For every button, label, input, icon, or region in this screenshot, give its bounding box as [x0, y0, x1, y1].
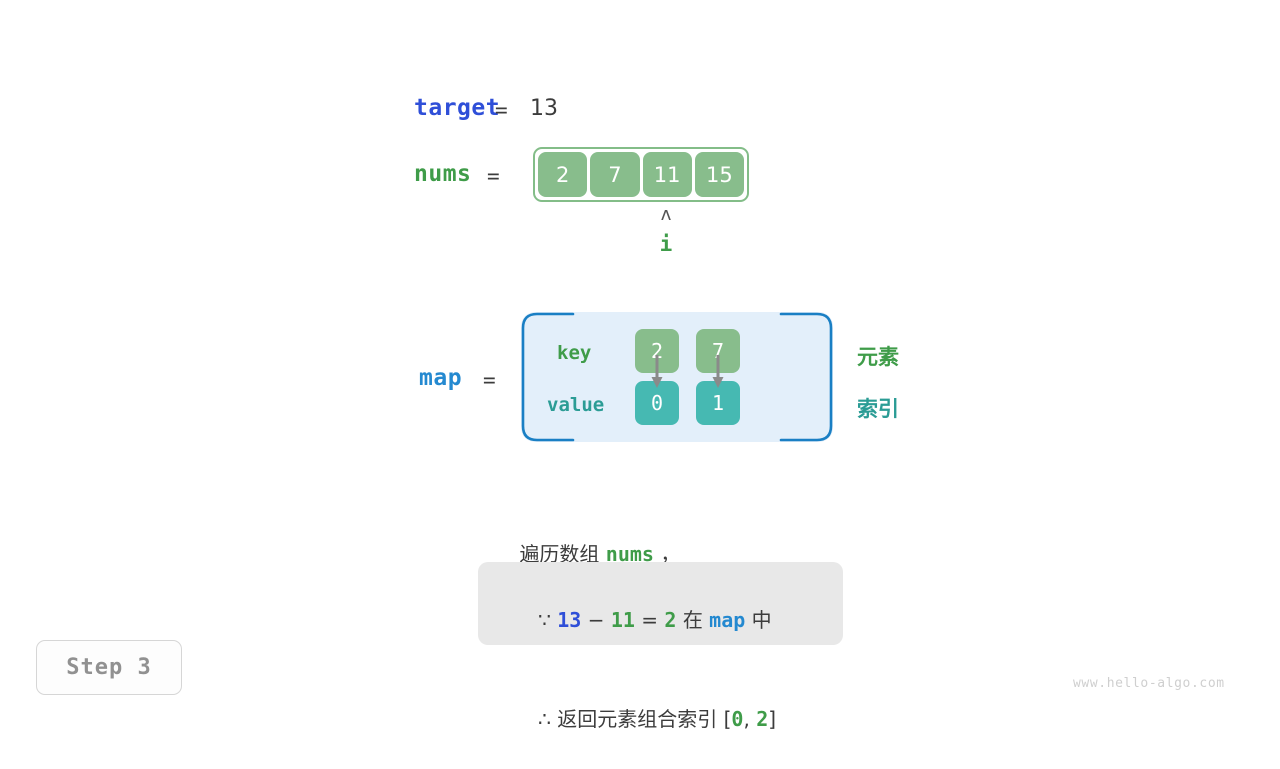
step-badge: Step 3: [36, 640, 182, 695]
bracket-open: [: [723, 707, 732, 731]
return-text: 返回元素组合索引: [557, 707, 718, 731]
operand-result: 2: [664, 608, 677, 632]
equals-operator: =: [641, 608, 659, 632]
traverse-suffix-text: ，: [653, 542, 681, 566]
watermark: www.hello-algo.com: [1073, 676, 1225, 691]
map-key-to-value-arrow-icon: [651, 355, 663, 388]
array-cell: 7: [590, 152, 640, 197]
index-pointer-label: i: [659, 232, 673, 256]
nums-variable-name: nums: [414, 161, 472, 187]
map-variable-name: map: [419, 365, 463, 391]
annotation-index: 索引: [857, 397, 899, 421]
result-comma: ,: [743, 707, 750, 731]
diagram-canvas: target = 13 nums = 2 7 11 15 ʌ i map = k…: [36, 95, 1225, 731]
target-equals-sign: =: [495, 98, 508, 122]
in-text: 在: [682, 608, 703, 632]
annotation-element: 元素: [857, 345, 899, 369]
nums-equals-sign: =: [487, 164, 500, 188]
index-pointer-caret-icon: ʌ: [660, 204, 672, 225]
nums-array-container: 2 7 11 15: [533, 147, 749, 202]
map-key-cell: 7: [696, 329, 740, 373]
conclusion-box: ∵ 13 − 11 = 2 在 map 中 ∴ 返回元素组合索引 [0, 2]: [478, 562, 843, 731]
map-reference: map: [709, 608, 746, 632]
operand-a: 13: [557, 608, 582, 632]
array-cell: 11: [642, 152, 692, 197]
map-key-row-label: key: [557, 342, 592, 364]
map-brace-outline: [521, 312, 833, 442]
tail-text: 中: [751, 608, 772, 632]
map-key-to-value-arrow-icon: [712, 355, 724, 388]
map-value-cell: 1: [696, 381, 740, 425]
because-symbol-icon: ∵: [538, 608, 551, 632]
operand-b: 11: [610, 608, 635, 632]
conclusion-line-1: ∵ 13 − 11 = 2 在 map 中: [500, 571, 821, 670]
bracket-close: ]: [768, 707, 777, 731]
result-index-1: 2: [756, 707, 769, 731]
map-value-cell: 0: [635, 381, 679, 425]
map-equals-sign: =: [483, 368, 496, 392]
array-cell: 15: [694, 152, 744, 197]
minus-operator: −: [587, 608, 605, 632]
result-index-0: 0: [731, 707, 744, 731]
target-value: 13: [530, 96, 558, 121]
array-cell: 2: [538, 152, 588, 197]
target-variable-name: target: [414, 95, 501, 121]
map-container: key value 2 7 0 1: [521, 312, 833, 442]
therefore-symbol-icon: ∴: [538, 707, 551, 731]
map-value-row-label: value: [547, 394, 605, 416]
